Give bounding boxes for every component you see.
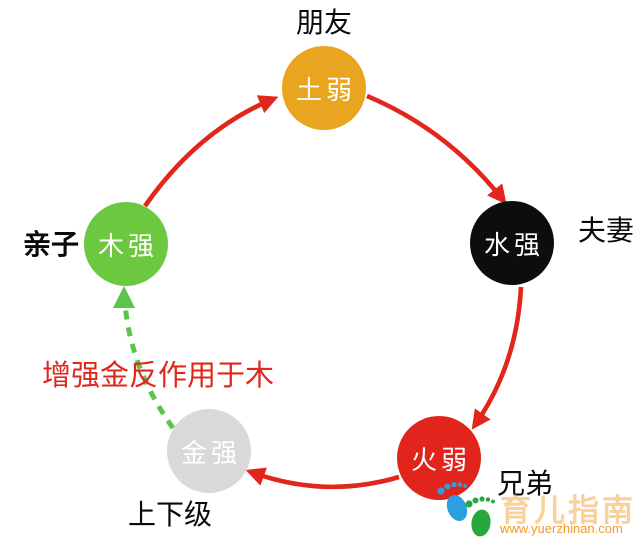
node-fire: 火弱 [397, 416, 481, 500]
node-metal: 金强 [167, 409, 251, 493]
feedback-annotation: 增强金反作用于木 [42, 360, 275, 392]
arrow-earth-to-water [366, 93, 507, 205]
arrow-wood-to-earth [143, 95, 279, 208]
watermark: 育儿指南 www.yuerzhinan.com [430, 478, 640, 546]
watermark-url: www.yuerzhinan.com [500, 521, 623, 536]
node-earth: 土弱 [282, 46, 366, 130]
node-fire-text: 火弱 [410, 445, 471, 475]
relation-label-sibling: 兄弟 [497, 468, 554, 499]
node-wood-text: 木强 [97, 231, 158, 261]
feedback-arrowhead [113, 286, 135, 308]
node-wood: 木强 [84, 202, 168, 286]
relation-label-friend: 朋友 [295, 7, 352, 38]
feedback-arrow-metal-to-wood [122, 303, 176, 430]
node-earth-text: 土弱 [295, 75, 356, 105]
node-water: 水强 [470, 201, 554, 285]
relation-label-superior: 上下级 [128, 499, 213, 530]
arrow-fire-to-metal [245, 467, 400, 490]
node-metal-text: 金强 [180, 438, 241, 468]
relation-label-parent-child: 亲子 [23, 229, 80, 260]
footprints-logo [437, 481, 495, 537]
relation-label-spouse: 夫妻 [578, 215, 635, 246]
node-water-text: 水强 [483, 230, 544, 260]
arrow-water-to-fire [471, 286, 524, 430]
watermark-brand: 育儿指南 [500, 493, 636, 528]
